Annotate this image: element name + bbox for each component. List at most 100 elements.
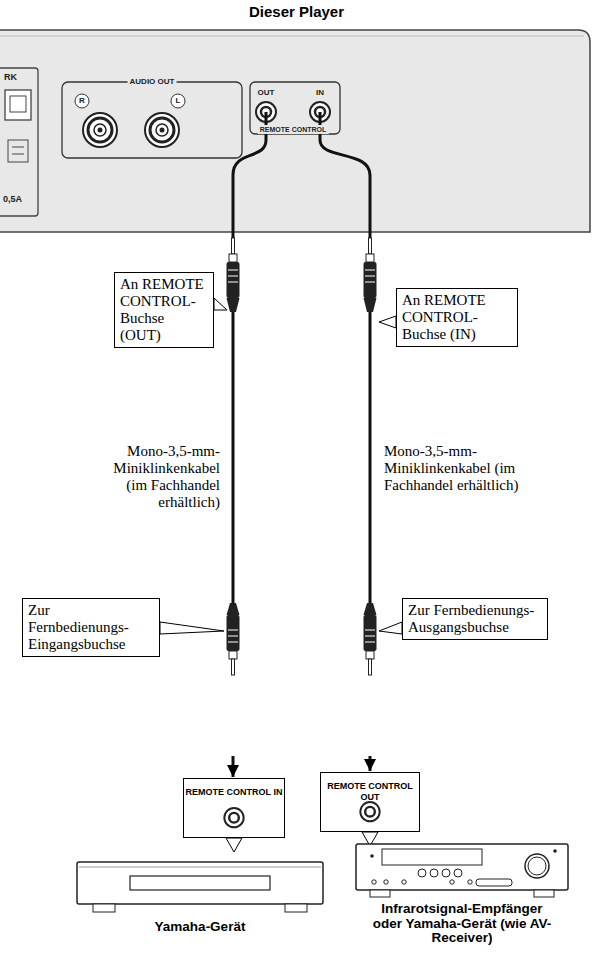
player-housing <box>0 30 590 232</box>
plug-bottom <box>227 615 240 651</box>
callout-box: Zur Fernbedienungs-Ausgangsbuchse <box>402 598 548 640</box>
component-illustration <box>93 904 115 912</box>
cable-connector <box>232 232 235 777</box>
callout-text: An REMOTE CONTROL-Buchse (IN) <box>402 292 486 342</box>
receiver-illustration <box>370 890 390 897</box>
plug-bottom <box>365 636 375 637</box>
receiver-illustration <box>534 890 554 897</box>
receiver-illustration <box>356 844 568 897</box>
player-housing <box>0 30 590 232</box>
callout-text: Zur Fernbedienungs-Ausgangsbuchse <box>408 602 534 635</box>
plug-top <box>365 276 375 277</box>
plug-top <box>227 238 240 312</box>
network-section <box>0 68 38 216</box>
callout-box: An REMOTE CONTROL-Buchse (OUT) <box>114 272 214 348</box>
receiver-illustration <box>382 849 482 865</box>
component-illustration <box>285 904 307 912</box>
plug-top <box>364 298 377 312</box>
network-section <box>5 90 31 120</box>
component-illustration <box>77 862 323 904</box>
audio-out-section <box>62 82 242 158</box>
jack-icon <box>360 802 379 821</box>
jack-icon <box>229 813 239 823</box>
cable-connector <box>369 232 372 771</box>
plug-bottom <box>228 642 238 643</box>
callout-text: REMOTE CONTROL IN <box>184 779 284 798</box>
plug-top <box>365 270 375 271</box>
plug-top <box>229 254 237 262</box>
receiver-illustration <box>454 869 462 877</box>
callout-text: An REMOTE CONTROL-Buchse (OUT) <box>120 276 204 343</box>
receiver-illustration <box>372 880 376 884</box>
plug-top <box>227 262 240 298</box>
plug-bottom <box>365 630 375 631</box>
receiver-illustration <box>356 844 568 890</box>
cable-label: Mono-3,5-mm-Miniklinkenkabel (im Fachhan… <box>92 443 220 511</box>
receiver-illustration <box>402 880 406 884</box>
callout-tail <box>379 316 396 328</box>
rca-jack <box>145 113 179 147</box>
network-section <box>8 140 28 162</box>
plug-top <box>228 282 238 283</box>
receiver-illustration <box>553 849 557 853</box>
callout-text: REMOTE CONTROL OUT <box>321 773 419 803</box>
receiver-illustration <box>430 869 438 877</box>
section-label: AUDIO OUT <box>128 77 177 87</box>
jack-callout: REMOTE CONTROL OUT <box>320 772 420 832</box>
player-housing <box>0 36 584 37</box>
plug-bottom <box>364 615 377 651</box>
rca-jack <box>150 118 174 142</box>
audio-out-section <box>75 94 89 108</box>
plug-top <box>366 254 374 262</box>
component-illustration <box>79 867 321 868</box>
rca-jack <box>145 113 179 147</box>
callout-text: Zur Fernbedienungs-Eingangsbuchse <box>28 602 129 652</box>
player-frame: Dieser Player <box>0 0 593 232</box>
rca-jack <box>88 118 112 142</box>
plug-bottom <box>227 603 240 675</box>
section-label: REMOTE CONTROL <box>258 125 329 134</box>
remote-control-section <box>250 82 340 134</box>
plug-bottom <box>232 659 235 675</box>
network-section <box>10 96 26 112</box>
jack-label: OUT <box>258 88 275 98</box>
plug-top <box>364 262 377 298</box>
plug-bottom <box>366 651 374 659</box>
plug-bottom <box>364 603 377 675</box>
remote-control-section <box>250 82 340 134</box>
rca-jack <box>94 124 106 136</box>
network-section <box>12 154 24 155</box>
receiver-illustration <box>384 880 388 884</box>
channel-label: L <box>176 96 181 106</box>
plug-bottom <box>364 603 377 615</box>
rca-jack <box>160 128 165 133</box>
audio-out-section <box>62 82 242 158</box>
plug-bottom <box>229 651 237 659</box>
port-label: RK <box>4 72 17 83</box>
component-illustration <box>130 876 270 890</box>
connectors <box>233 232 370 777</box>
receiver-illustration <box>450 880 454 884</box>
receiver-illustration <box>476 879 512 886</box>
plug-top <box>227 298 240 312</box>
receiver-illustration <box>525 854 549 878</box>
callout-box: An REMOTE CONTROL-Buchse (IN) <box>396 288 518 347</box>
diagram-title: Dieser Player <box>0 0 593 21</box>
plug-bottom <box>227 603 240 615</box>
device-label: Infrarotsignal-Empfänger oder Yamaha-Ger… <box>370 902 554 946</box>
cable-in-panel <box>233 112 370 232</box>
rating-label: 0,5A <box>3 194 22 205</box>
jack-label: IN <box>316 88 324 98</box>
callout-tail <box>160 622 224 634</box>
device-label: Yamaha-Gerät <box>75 920 325 935</box>
receiver-illustration <box>468 880 472 884</box>
yamaha-device: Yamaha-Gerät <box>75 854 325 935</box>
receiver-illustration <box>370 854 374 858</box>
rca-jack <box>98 128 103 133</box>
plug-top <box>228 270 238 271</box>
cable-label: Mono-3,5-mm-Miniklinkenkabel (im Fachhan… <box>384 443 562 494</box>
callout-tail <box>379 622 402 634</box>
device-drawing <box>352 842 572 900</box>
plug-top <box>232 238 235 254</box>
